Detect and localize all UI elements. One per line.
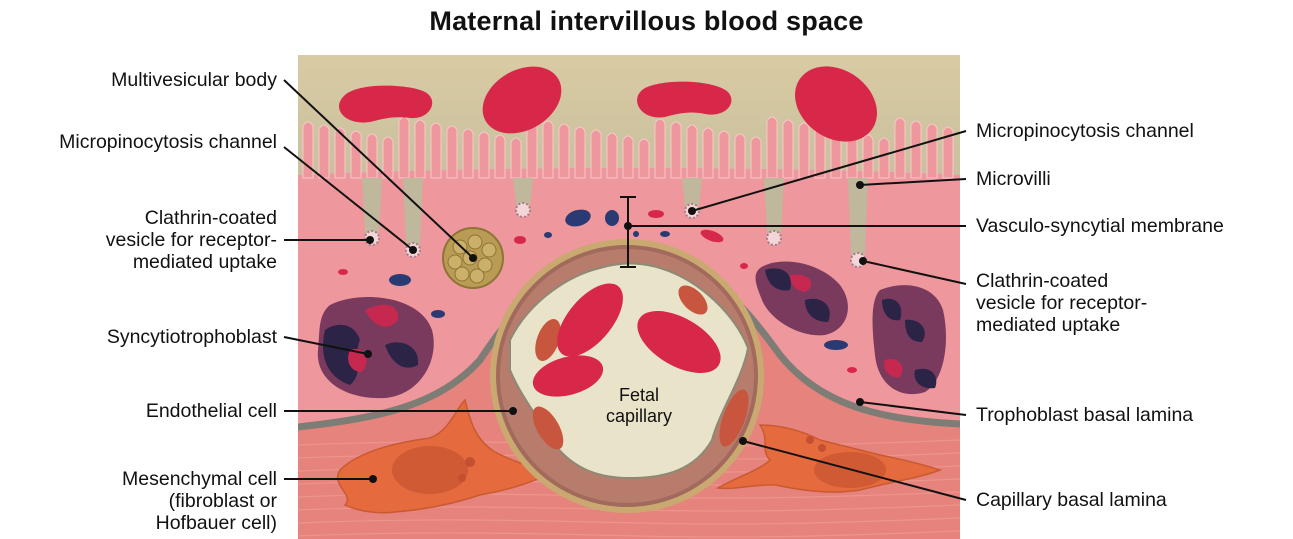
label-clathrin-vesicle-left: Clathrin-coated vesicle for receptor- me… [106, 207, 277, 273]
microvillus [783, 120, 793, 178]
microvillus [431, 123, 441, 178]
microvillus [479, 132, 489, 178]
microvillus [575, 127, 585, 178]
microvillus [703, 128, 713, 178]
microvillus [863, 135, 873, 178]
microvillus [927, 124, 937, 178]
coated-vesicle [516, 203, 530, 217]
label-line: Clathrin-coated [976, 270, 1147, 292]
microvillus [511, 138, 521, 178]
label-line: Clathrin-coated [106, 207, 277, 229]
maternal-rbc [637, 82, 731, 118]
label-mesenchymal-cell: Mesenchymal cell (fibroblast or Hofbauer… [122, 468, 277, 534]
fetal-capillary [490, 239, 764, 513]
microvillus [543, 121, 553, 178]
microvillus [799, 123, 809, 178]
microvillus [399, 117, 409, 178]
membrane-pit [848, 178, 868, 260]
microvillus [623, 136, 633, 178]
label-line: Mesenchymal cell [122, 468, 277, 490]
microvillus [591, 130, 601, 178]
microvillus [895, 118, 905, 178]
membrane-pit [362, 178, 382, 238]
microvillus [879, 138, 889, 178]
microvillus [383, 137, 393, 178]
microvillus [607, 133, 617, 178]
label-line: mediated uptake [106, 251, 277, 273]
label-line: Fetal [574, 385, 704, 406]
label-line: capillary [574, 406, 704, 427]
label-micropinocytosis-channel-right: Micropinocytosis channel [976, 120, 1194, 142]
microvillus [351, 131, 361, 178]
label-microvilli: Microvilli [976, 168, 1051, 190]
microvillus [719, 131, 729, 178]
microvillus [319, 125, 329, 178]
microvillus [639, 139, 649, 178]
microvillus [687, 125, 697, 178]
label-line: vesicle for receptor- [976, 292, 1147, 314]
label-fetal-capillary: Fetal capillary [574, 385, 704, 427]
microvillus [767, 117, 777, 178]
membrane-pit [403, 178, 423, 250]
microvillus [495, 135, 505, 178]
label-line: Hofbauer cell) [122, 512, 277, 534]
microvillus [415, 120, 425, 178]
microvillus [671, 122, 681, 178]
microvillus [751, 137, 761, 178]
label-multivesicular-body: Multivesicular body [111, 69, 277, 91]
microvillus [367, 134, 377, 178]
label-line: mediated uptake [976, 314, 1147, 336]
label-syncytiotrophoblast: Syncytiotrophoblast [107, 326, 277, 348]
label-vasculo-syncytial-membrane: Vasculo-syncytial membrane [976, 215, 1224, 237]
maternal-rbc [339, 86, 432, 123]
microvillus [735, 134, 745, 178]
coated-vesicle [767, 231, 781, 245]
microvillus [559, 124, 569, 178]
microvillus [911, 121, 921, 178]
microvillus [463, 129, 473, 178]
label-micropinocytosis-channel-left: Micropinocytosis channel [59, 131, 277, 153]
syncytial-nucleus [873, 285, 946, 394]
label-endothelial-cell: Endothelial cell [146, 400, 277, 422]
label-clathrin-vesicle-right: Clathrin-coated vesicle for receptor- me… [976, 270, 1147, 336]
label-line: (fibroblast or [122, 490, 277, 512]
microvillus [447, 126, 457, 178]
label-trophoblast-basal-lamina: Trophoblast basal lamina [976, 404, 1193, 426]
microvillus [655, 119, 665, 178]
label-line: vesicle for receptor- [106, 229, 277, 251]
label-capillary-basal-lamina: Capillary basal lamina [976, 489, 1167, 511]
diagram-title: Maternal intervillous blood space [0, 6, 1293, 37]
